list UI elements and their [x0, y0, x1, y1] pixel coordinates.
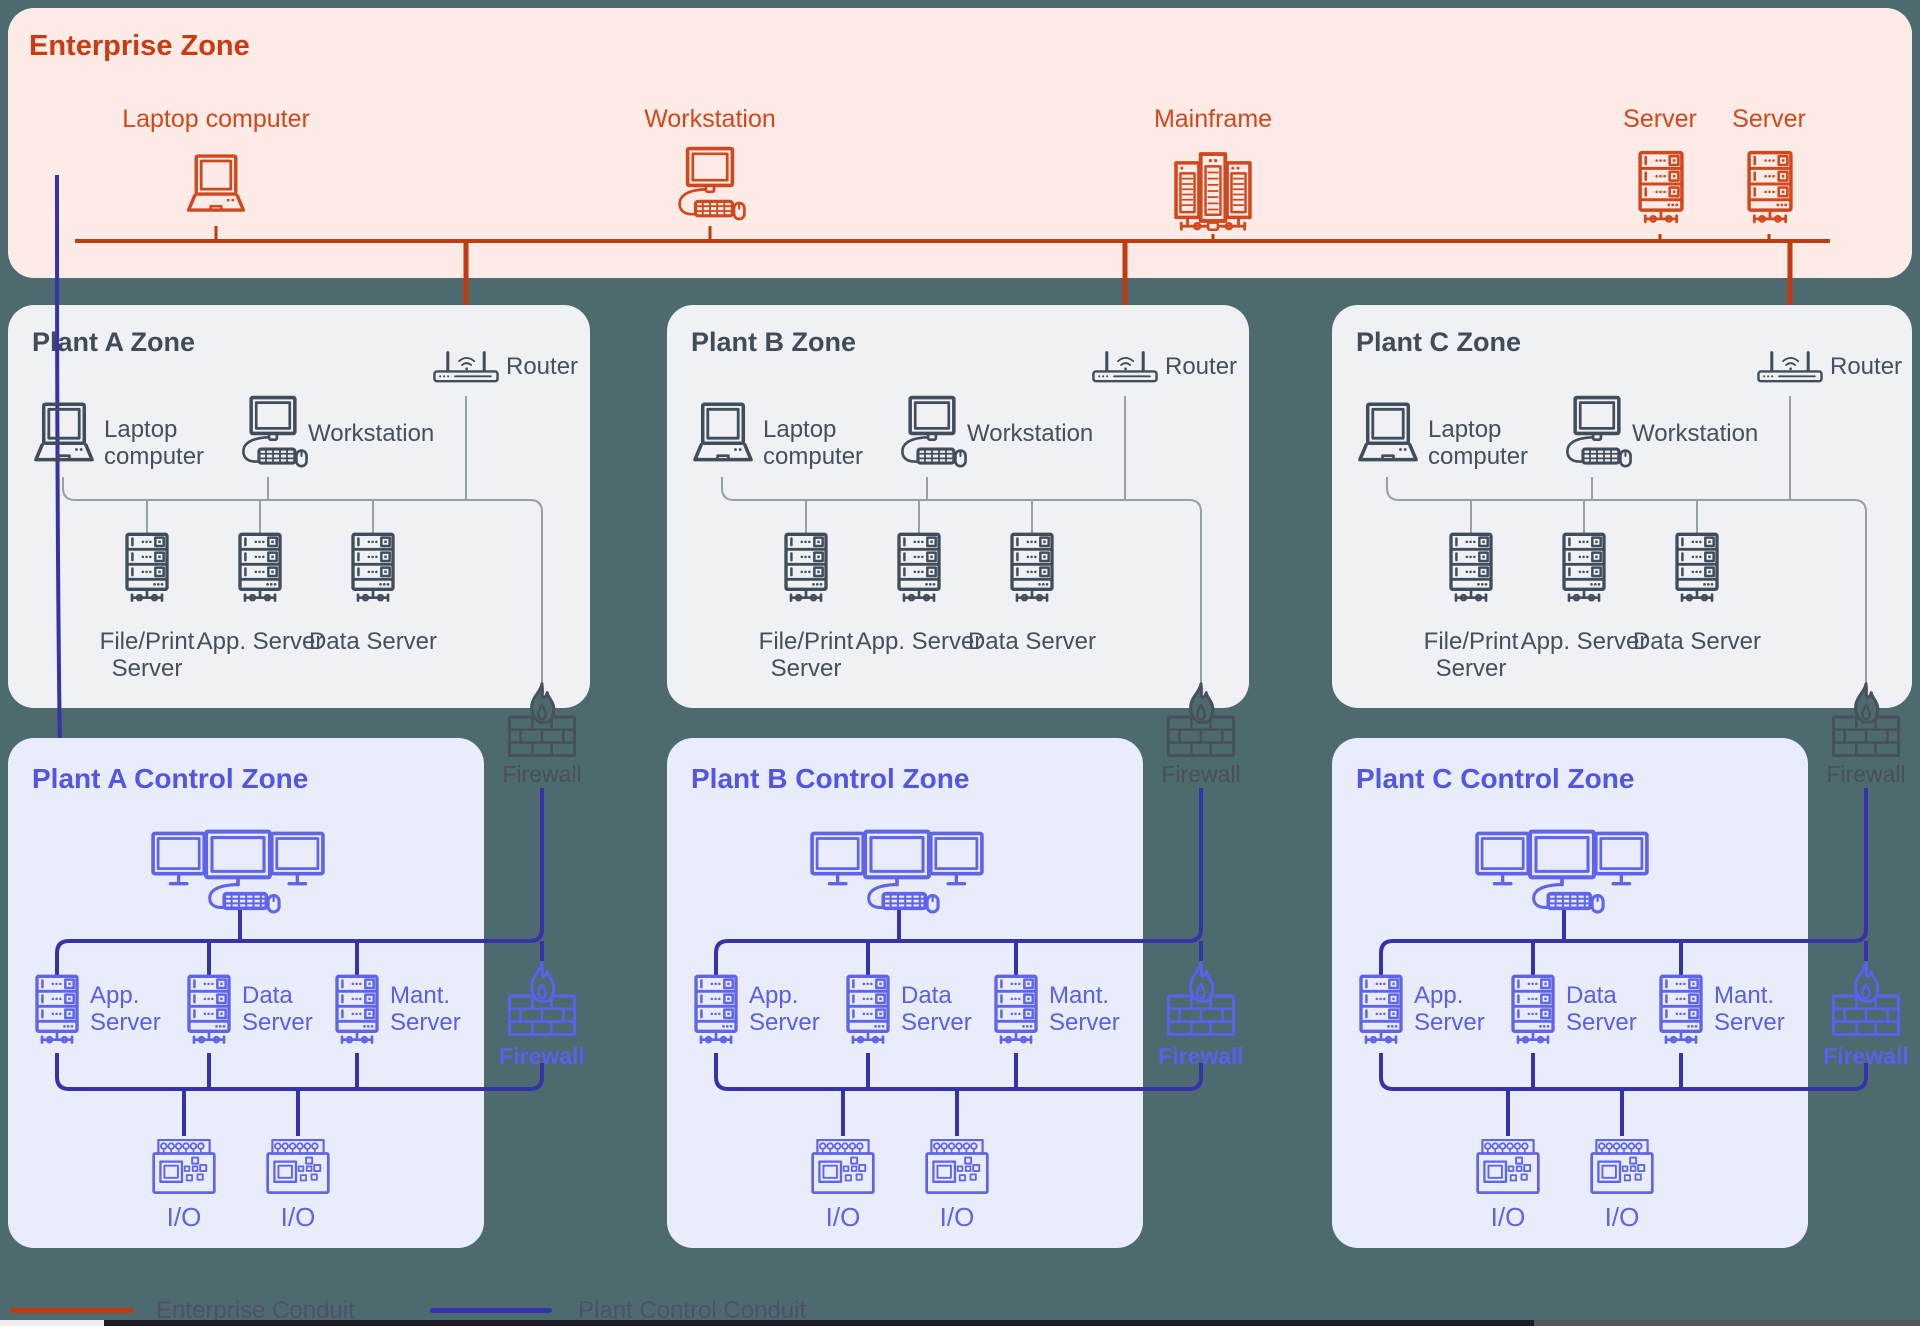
server-label: Mant. Server [1049, 982, 1120, 1036]
device-label: Server [1623, 105, 1697, 133]
server-icon [1659, 974, 1703, 1045]
firewall-label: Firewall [499, 1043, 585, 1069]
workstation-label: Workstation [308, 420, 435, 447]
io-label: I/O [825, 1202, 861, 1232]
laptop-label: Laptop computer [104, 416, 205, 470]
server-icon [846, 974, 890, 1045]
device-label: Workstation [644, 105, 776, 133]
server-label: App. Server [196, 628, 324, 655]
control-station-icon [146, 828, 330, 912]
firewall-icon [1831, 961, 1901, 1037]
server-label: File/Print Server [99, 628, 195, 682]
firewall-label: Firewall [1823, 1043, 1909, 1069]
firewall-label: Firewall [502, 761, 582, 787]
server-label: App. Server [749, 982, 820, 1036]
server-icon [994, 974, 1038, 1045]
plant-b-column: Plant B Zone Router Laptop computer Work… [667, 0, 1289, 1326]
io-label: I/O [1604, 1202, 1640, 1232]
laptop-label: Laptop computer [1428, 416, 1529, 470]
server-icon [35, 974, 79, 1045]
router-label: Router [506, 353, 579, 380]
io-label: I/O [166, 1202, 202, 1232]
firewall-label: Firewall [1826, 761, 1906, 787]
firewall-icon [1166, 961, 1236, 1037]
control-b-column: Plant B Control Zone App. Server Data Se… [667, 0, 1289, 1326]
legend-control-label: Plant Control Conduit [578, 1297, 807, 1324]
firewall-label: Firewall [1161, 761, 1241, 787]
router-label: Router [1165, 353, 1238, 380]
legend-enterprise-line [10, 1308, 134, 1313]
io-icon [1476, 1138, 1540, 1194]
legend-control-line [430, 1308, 552, 1313]
bottom-strip-right [1534, 1320, 1920, 1326]
workstation-label: Workstation [1632, 420, 1759, 447]
control-zone-title: Plant A Control Zone [32, 763, 309, 794]
server-icon [694, 974, 738, 1045]
control-c-column: Plant C Control Zone App. Server Data Se… [1332, 0, 1920, 1326]
workstation-label: Workstation [967, 420, 1094, 447]
plant-zone-title: Plant B Zone [691, 327, 857, 357]
plant-c-column: Plant C Zone Router Laptop computer Work… [1332, 0, 1920, 1326]
server-icon [187, 974, 231, 1045]
server-icon [1359, 974, 1403, 1045]
server-label: App. Server [855, 628, 983, 655]
bottom-strip-left [0, 1320, 104, 1326]
bottom-strip-dark [104, 1320, 1534, 1326]
legend-enterprise-label: Enterprise Conduit [156, 1297, 355, 1324]
device-label: Laptop computer [122, 105, 310, 133]
control-zone-title: Plant B Control Zone [691, 763, 970, 794]
server-label: Data Server [242, 982, 313, 1036]
plant-zone-title: Plant C Zone [1356, 327, 1522, 357]
device-label: Server [1732, 105, 1806, 133]
server-label: File/Print Server [758, 628, 854, 682]
io-icon [152, 1138, 216, 1194]
server-label: Data Server [967, 628, 1097, 655]
io-icon [925, 1138, 989, 1194]
server-label: File/Print Server [1423, 628, 1519, 682]
firewall-label: Firewall [1158, 1043, 1244, 1069]
server-icon [335, 974, 379, 1045]
io-icon [811, 1138, 875, 1194]
control-zone-title: Plant C Control Zone [1356, 763, 1635, 794]
laptop-label: Laptop computer [763, 416, 864, 470]
server-label: Data Server [1566, 982, 1637, 1036]
io-label: I/O [939, 1202, 975, 1232]
io-label: I/O [1490, 1202, 1526, 1232]
control-a-column: Plant A Control Zone App. Server Data Se… [8, 0, 630, 1326]
server-label: Mant. Server [1714, 982, 1785, 1036]
io-icon [1590, 1138, 1654, 1194]
server-label: App. Server [1520, 628, 1648, 655]
io-label: I/O [280, 1202, 316, 1232]
server-icon [1511, 974, 1555, 1045]
enterprise-zone-title: Enterprise Zone [29, 30, 250, 62]
server-label: App. Server [90, 982, 161, 1036]
server-label: Mant. Server [390, 982, 461, 1036]
server-label: Data Server [1632, 628, 1762, 655]
control-station-icon [805, 828, 989, 912]
device-label: Mainframe [1153, 105, 1273, 133]
firewall-icon [507, 961, 577, 1037]
io-icon [266, 1138, 330, 1194]
control-station-icon [1470, 828, 1654, 912]
plant-a-column: Plant A Zone Router Laptop computer Work… [8, 0, 630, 1326]
server-label: Data Server [308, 628, 438, 655]
server-label: Data Server [901, 982, 972, 1036]
router-label: Router [1830, 353, 1903, 380]
server-label: App. Server [1414, 982, 1485, 1036]
